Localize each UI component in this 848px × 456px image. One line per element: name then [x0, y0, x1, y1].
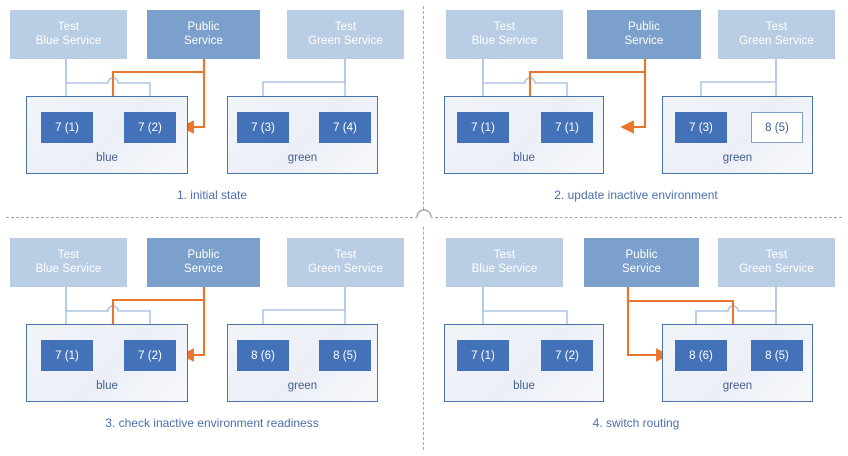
service-label-line2: Service: [621, 262, 662, 275]
service-label-line2: Blue Service: [471, 262, 538, 275]
instance-node[interactable]: 7 (2): [541, 340, 593, 371]
service-label-line1: Public: [628, 21, 660, 33]
panel-caption: 3. check inactive environment readiness: [105, 416, 319, 430]
service-label-line1: Test: [334, 249, 357, 261]
service-label-line2: Service: [183, 34, 224, 47]
instance-node[interactable]: 7 (1): [457, 112, 509, 143]
environment-label-blue: blue: [96, 152, 118, 164]
instance-node[interactable]: 8 (6): [675, 340, 727, 371]
service-label-line2: Blue Service: [35, 262, 102, 275]
service-label-line1: Test: [57, 249, 80, 261]
instance-node[interactable]: 7 (3): [675, 112, 727, 143]
instance-node[interactable]: 8 (5): [751, 340, 803, 371]
panel-caption: 2. update inactive environment: [554, 188, 718, 202]
environment-label-green: green: [287, 380, 318, 392]
instance-node-new[interactable]: 8 (5): [751, 112, 803, 143]
instance-node[interactable]: 8 (6): [237, 340, 289, 371]
divider-crossing-jump-icon: [416, 209, 432, 218]
service-label-line2: Service: [183, 262, 224, 275]
service-label-line1: Test: [765, 21, 788, 33]
service-label-line2: Green Service: [308, 262, 383, 275]
service-label-line1: Public: [187, 249, 220, 261]
service-label-line1: Test: [765, 249, 788, 261]
divider-vertical: [423, 6, 424, 450]
environment-label-blue: blue: [96, 380, 118, 392]
service-label-line1: Public: [625, 249, 658, 261]
environment-label-blue: blue: [513, 152, 535, 164]
environment-label-green: green: [722, 380, 753, 392]
instance-node[interactable]: 7 (1): [41, 340, 93, 371]
instance-node[interactable]: 8 (5): [319, 340, 371, 371]
instance-node[interactable]: 7 (4): [319, 112, 371, 143]
service-label-line1: Test: [57, 21, 80, 33]
divider-crossing-mask: [417, 210, 431, 225]
instance-node[interactable]: 7 (2): [124, 340, 176, 371]
service-label-line1: Test: [493, 21, 516, 33]
instance-node[interactable]: 7 (1): [541, 112, 593, 143]
service-label-line2: Blue Service: [471, 34, 538, 47]
service-label-line1: Test: [334, 21, 357, 33]
environment-label-green: green: [722, 152, 753, 164]
instance-node[interactable]: 7 (3): [237, 112, 289, 143]
service-label-line1: Public: [187, 21, 220, 33]
panel-caption: 1. initial state: [176, 188, 248, 202]
instance-node[interactable]: 7 (1): [457, 340, 509, 371]
instance-node[interactable]: 7 (1): [41, 112, 93, 143]
instance-node[interactable]: 7 (2): [124, 112, 176, 143]
environment-label-blue: blue: [513, 380, 535, 392]
service-label-line2: Green Service: [739, 34, 814, 47]
service-label-line1: Test: [493, 249, 516, 261]
panel-caption: 4. switch routing: [592, 416, 680, 430]
service-label-line2: Service: [624, 34, 664, 47]
service-label-line2: Green Service: [308, 34, 383, 47]
environment-label-green: green: [287, 152, 318, 164]
service-label-line2: Green Service: [739, 262, 814, 275]
service-label-line2: Blue Service: [35, 34, 102, 47]
